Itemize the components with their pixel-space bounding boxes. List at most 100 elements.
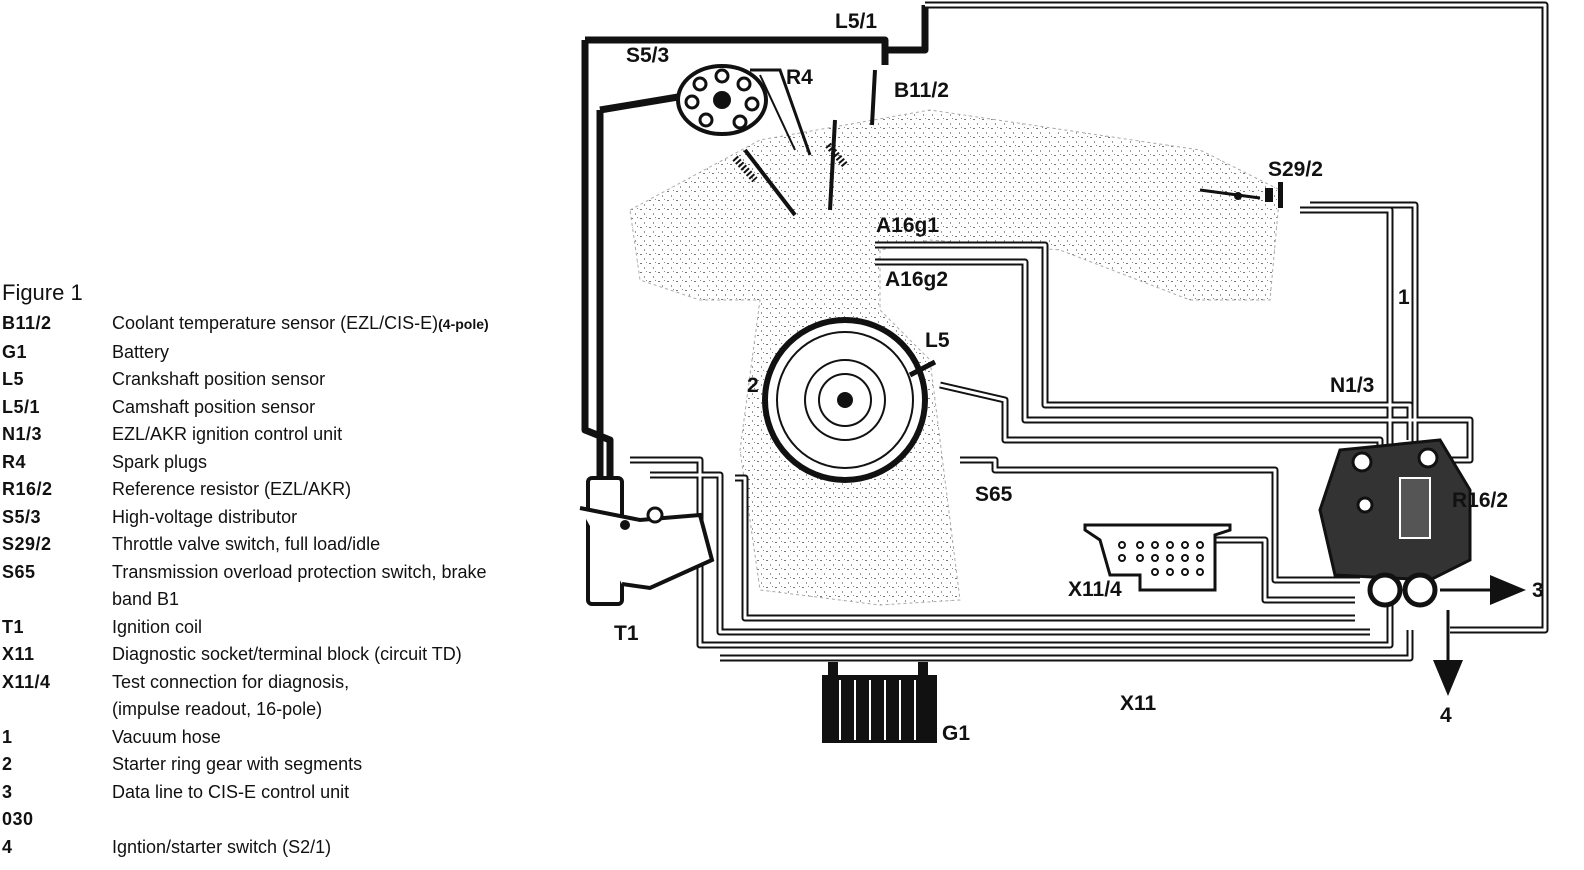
- legend-description: Starter ring gear with segments: [112, 751, 582, 779]
- legend-code: X11: [2, 644, 35, 664]
- legend-description-text: Camshaft position sensor: [112, 396, 316, 417]
- legend-code: 4: [2, 836, 13, 857]
- legend-code: L5: [2, 369, 25, 389]
- legend-code: R16/2: [2, 479, 53, 499]
- label-3: 3: [1532, 579, 1544, 602]
- label-1: 1: [1398, 286, 1410, 309]
- legend-description-text: High-voltage distributor: [112, 506, 298, 527]
- legend-description: Coolant temperature sensor (EZL/CIS-E)(4…: [112, 310, 582, 339]
- legend-description: Diagnostic socket/terminal block (circui…: [112, 641, 582, 669]
- legend-description: Reference resistor (EZL/AKR): [112, 476, 582, 504]
- legend-description: Battery: [112, 339, 582, 367]
- legend-description-text: Data line to CIS-E control unit: [112, 781, 350, 802]
- legend-description: Test connection for diagnosis,: [112, 669, 582, 697]
- label-s29-2: S29/2: [1268, 158, 1323, 181]
- legend-row: B11/2 Coolant temperature sensor (EZL/CIS…: [2, 310, 582, 339]
- spark-plug-icon: [732, 69, 877, 217]
- legend-row: R16/2 Reference resistor (EZL/AKR): [2, 476, 582, 504]
- figure-title: Figure 1: [2, 280, 83, 305]
- label-2: 2: [747, 374, 759, 397]
- legend-list: B11/2 Coolant temperature sensor (EZL/CIS…: [2, 310, 582, 861]
- wiring-harness: [581, 1, 1549, 662]
- legend-row: S5/3 High-voltage distributor: [2, 504, 582, 532]
- legend-description-text: Ignition coil: [112, 616, 203, 637]
- legend-description-text: Test connection for diagnosis,: [112, 671, 350, 692]
- legend-code: B11/2: [2, 313, 52, 333]
- legend-description: Ignition coil: [112, 614, 582, 642]
- legend-row: (impulse readout, 16-pole): [2, 696, 582, 724]
- legend-description-text: Starter ring gear with segments: [112, 754, 363, 774]
- starter-ring-gear-icon: [762, 317, 937, 483]
- legend-description-text: Reference resistor (EZL/AKR): [112, 479, 352, 499]
- legend-row: G1 Battery: [2, 339, 582, 367]
- legend-description: Spark plugs: [112, 449, 582, 477]
- battery-icon: [822, 662, 937, 743]
- label-a16g1: A16g1: [876, 214, 939, 237]
- legend-code: 030: [2, 809, 34, 829]
- legend: Figure 1 B11/2 Coolant temperature sensor…: [2, 280, 582, 861]
- legend-row: 2 Starter ring gear with segments: [2, 751, 582, 779]
- legend-code: S65: [2, 561, 36, 582]
- legend-description-text: (impulse readout, 16-pole): [112, 699, 323, 719]
- legend-description-text: Igntion/starter switch (S2/1): [112, 836, 332, 857]
- legend-row: 1 Vacuum hose: [2, 724, 582, 752]
- test-connection-icon: [1083, 523, 1232, 592]
- legend-description-text: Transmission overload protection switch,…: [112, 561, 487, 582]
- legend-code: G1: [2, 341, 28, 362]
- label-r4: R4: [786, 66, 813, 89]
- legend-row: L5/1 Camshaft position sensor: [2, 394, 582, 422]
- legend-row: 3 Data line to CIS-E control unit: [2, 779, 582, 807]
- legend-row: N1/3 EZL/AKR ignition control unit: [2, 421, 582, 449]
- legend-code: 2: [2, 754, 13, 774]
- label-x11-4: X11/4: [1068, 578, 1122, 601]
- legend-row: X11 Diagnostic socket/terminal block (cir…: [2, 641, 582, 669]
- legend-description-text: Diagnostic socket/terminal block (circui…: [112, 644, 462, 664]
- legend-row: T1 Ignition coil: [2, 614, 582, 642]
- legend-row: L5 Crankshaft position sensor: [2, 366, 582, 394]
- legend-code: 3: [2, 781, 13, 802]
- legend-description: Data line to CIS-E control unit: [112, 779, 582, 807]
- legend-code: S5/3: [2, 506, 42, 527]
- legend-row: S29/2 Throttle valve switch, full load/id…: [2, 531, 582, 559]
- legend-description-text: Battery: [112, 341, 170, 362]
- label-r16-2: R16/2: [1452, 489, 1508, 512]
- legend-description: EZL/AKR ignition control unit: [112, 421, 582, 449]
- legend-row: R4 Spark plugs: [2, 449, 582, 477]
- legend-note: (4-pole): [438, 316, 489, 332]
- engine-outline: [629, 109, 1281, 606]
- ignition-coil-icon: [579, 476, 715, 606]
- legend-code: R4: [2, 451, 27, 472]
- legend-description: (impulse readout, 16-pole): [112, 696, 582, 724]
- label-a16g2: A16g2: [885, 268, 948, 291]
- ignition-control-unit-icon: [1318, 438, 1526, 696]
- legend-code: 1: [2, 726, 13, 747]
- legend-description: [112, 806, 582, 834]
- legend-description-text: Vacuum hose: [112, 726, 221, 747]
- legend-code: L5/1: [2, 396, 41, 417]
- legend-description: Camshaft position sensor: [112, 394, 582, 422]
- label-s65: S65: [975, 483, 1013, 506]
- label-t1: T1: [614, 622, 639, 645]
- legend-code: [2, 586, 112, 614]
- label-g1: G1: [942, 722, 970, 745]
- legend-description: Vacuum hose: [112, 724, 582, 752]
- legend-code: S29/2: [2, 534, 52, 554]
- legend-code: N1/3: [2, 424, 43, 444]
- legend-description: Igntion/starter switch (S2/1): [112, 834, 582, 862]
- wiring-diagram: L5/1 S5/3 R4 B11/2 S29/2 A16g1 A16g2 L5 …: [579, 1, 1549, 745]
- throttle-valve-switch-icon: [1199, 182, 1283, 208]
- legend-code: T1: [2, 616, 25, 637]
- legend-description: band B1: [112, 586, 582, 614]
- label-l5: L5: [925, 329, 950, 352]
- distributor-icon: [676, 64, 812, 156]
- legend-description: Crankshaft position sensor: [112, 366, 582, 394]
- legend-row: band B1: [2, 586, 582, 614]
- legend-row: S65 Transmission overload protection swit…: [2, 559, 582, 587]
- legend-description-text: EZL/AKR ignition control unit: [112, 424, 343, 444]
- label-s5-3: S5/3: [626, 44, 669, 67]
- legend-description: Throttle valve switch, full load/idle: [112, 531, 582, 559]
- legend-description-text: band B1: [112, 589, 180, 609]
- label-4: 4: [1440, 704, 1452, 727]
- legend-row: 4 Igntion/starter switch (S2/1): [2, 834, 582, 862]
